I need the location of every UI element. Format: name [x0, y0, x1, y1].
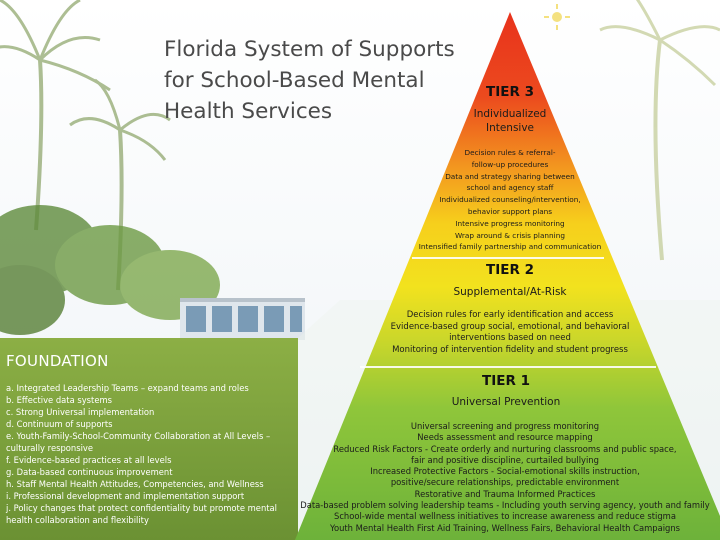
list-item: i. Professional development and implemen…	[6, 491, 245, 501]
foundation-panel: FOUNDATION a. Integrated Leadership Team…	[0, 338, 298, 540]
list-item: school and agency staff	[466, 183, 554, 193]
tier3-heading: TIER 3	[486, 84, 534, 100]
tier-pyramid	[295, 12, 720, 540]
tier1-heading: TIER 1	[482, 373, 530, 389]
page-title: Florida System of Supports for School-Ba…	[164, 37, 455, 124]
tier1-list: Universal screening and progress monitor…	[300, 421, 710, 534]
list-item: b. Effective data systems	[6, 395, 113, 405]
list-item: a. Integrated Leadership Teams – expand …	[6, 383, 249, 393]
tier2-heading: TIER 2	[486, 262, 534, 278]
list-item: Evidence-based group social, emotional, …	[390, 321, 630, 332]
list-item: e. Youth-Family-School-Community Collabo…	[6, 431, 271, 453]
list-item: fair and positive discipline, curtailed …	[411, 454, 599, 465]
list-item: Increased Protective Factors - Social-em…	[370, 466, 640, 477]
list-item: j. Policy changes that protect confident…	[6, 503, 278, 525]
tier1-subtitle: Universal Prevention	[451, 396, 561, 408]
list-item: Data and strategy sharing between	[445, 171, 575, 181]
list-item: Youth Mental Health First Aid Training, …	[329, 522, 681, 533]
list-item: Monitoring of intervention fidelity and …	[392, 344, 628, 355]
list-item: d. Continuum of supports	[6, 419, 113, 429]
list-item: g. Data-based continuous improvement	[6, 467, 173, 477]
list-item: interventions based on need	[449, 333, 571, 343]
sun-icon	[544, 4, 570, 30]
tier3-subtitle-1: Individualized	[473, 108, 547, 120]
list-item: Data-based problem solving leadership te…	[300, 500, 710, 511]
list-item: Decision rules for early identification …	[406, 310, 614, 320]
tier2-subtitle: Supplemental/At-Risk	[453, 286, 567, 298]
list-item: Universal screening and progress monitor…	[410, 421, 600, 431]
palm-trees	[0, 0, 171, 291]
list-item: positive/secure relationships, predictab…	[390, 477, 620, 488]
list-item: Intensified family partnership and commu…	[418, 242, 602, 252]
school-building	[180, 298, 305, 340]
list-item: Decision rules & referral-	[464, 148, 556, 157]
list-item: Wrap around & crisis planning	[455, 230, 565, 240]
foundation-ground	[0, 338, 298, 540]
list-item: h. Staff Mental Health Attitudes, Compet…	[6, 479, 264, 489]
list-item: School-wide mental wellness initiatives …	[334, 511, 676, 522]
list-item: Intensive progress monitoring	[455, 218, 565, 228]
list-item: behavior support plans	[467, 206, 553, 216]
tier3-list: Decision rules & referral- follow-up pro…	[405, 147, 615, 253]
list-item: Restorative and Trauma Informed Practice…	[414, 488, 596, 499]
list-item: c. Strong Universal implementation	[6, 407, 155, 417]
list-item: follow-up procedures	[471, 159, 549, 169]
foundation-list: a. Integrated Leadership Teams – expand …	[6, 382, 278, 526]
list-item: f. Evidence-based practices at all level…	[6, 455, 172, 465]
palm-trees-right	[599, 0, 720, 261]
foundation-heading: FOUNDATION	[6, 352, 109, 370]
list-item: Reduced Risk Factors - Create orderly an…	[333, 443, 677, 454]
list-item: Needs assessment and resource mapping	[417, 432, 593, 443]
tier2-list: Decision rules for early identification …	[380, 310, 640, 356]
tier3-subtitle-2: Intensive	[485, 122, 535, 134]
list-item: Individualized counseling/intervention,	[439, 195, 581, 205]
